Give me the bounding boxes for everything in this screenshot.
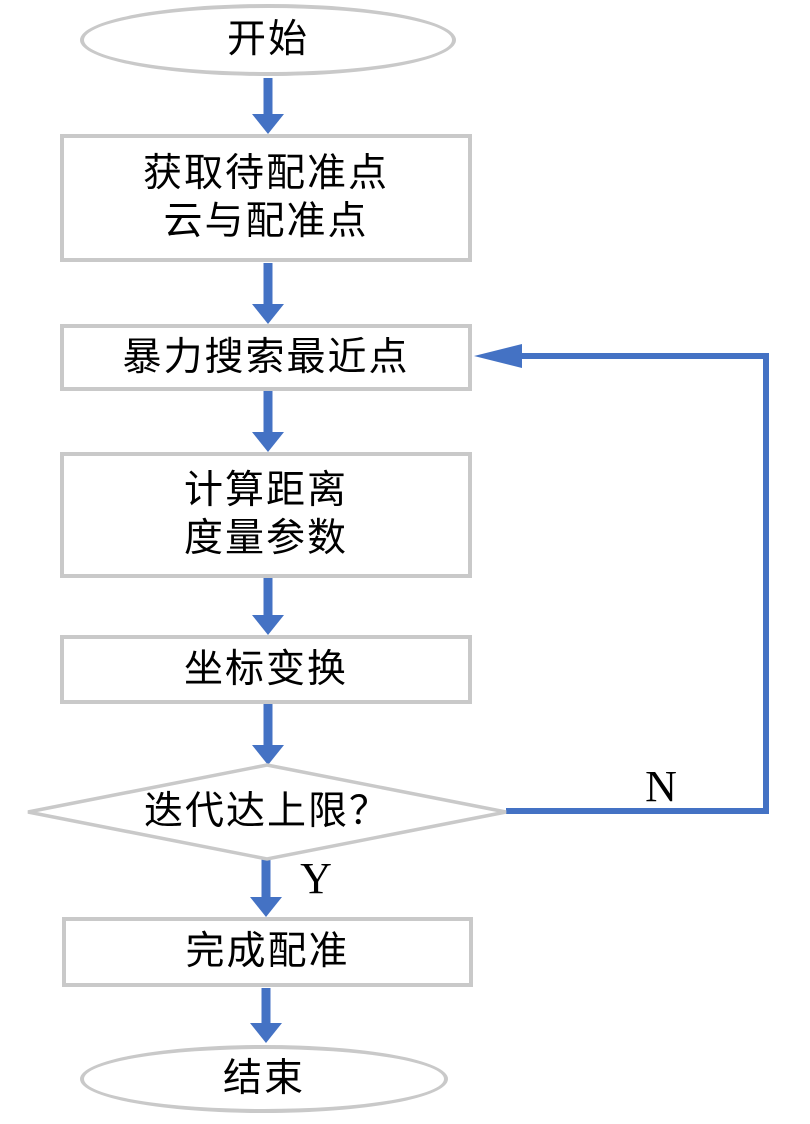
node-compute-distance: 计算距离 度量参数: [60, 452, 472, 578]
arrowhead-down-icon: [252, 432, 284, 452]
branch-label-no: N: [645, 762, 677, 811]
arrowhead-down-icon: [252, 114, 284, 134]
arrowhead-down-icon: [250, 1023, 282, 1043]
node-label: 完成配准: [185, 930, 350, 973]
arrowhead-left-icon: [474, 344, 522, 368]
arrowhead-down-icon: [252, 304, 284, 324]
node-label: 开始: [226, 18, 309, 61]
node-start: 开始: [80, 4, 456, 76]
edge-transform-to-decision: [252, 704, 284, 765]
node-label-line: 云与配准点: [163, 200, 369, 243]
node-label: 坐标变换: [183, 647, 348, 691]
node-label-line: 计算距离: [183, 469, 348, 512]
node-label-line: 度量参数: [183, 517, 348, 560]
node-acquire-points: 获取待配准点 云与配准点: [60, 134, 472, 262]
node-iteration-limit-decision: 迭代达上限？: [28, 765, 506, 859]
node-coordinate-transform: 坐标变换: [60, 635, 472, 704]
node-label: 结束: [222, 1057, 305, 1100]
decision-diamond-shape: [27, 763, 507, 861]
edge-finish-to-end: [250, 988, 282, 1043]
node-label: 暴力搜索最近点: [122, 335, 410, 379]
arrowhead-down-icon: [252, 745, 284, 765]
node-label-line: 获取待配准点: [142, 152, 389, 195]
node-finish-registration: 完成配准: [62, 917, 473, 987]
arrowhead-down-icon: [250, 897, 282, 917]
node-end: 结束: [80, 1045, 448, 1113]
arrowhead-down-icon: [252, 615, 284, 635]
branch-label-yes: Y: [300, 854, 332, 903]
node-brute-force-search: 暴力搜索最近点: [60, 324, 472, 391]
edge-decision-to-finish: [250, 858, 282, 917]
edge-acquire-to-search: [252, 263, 284, 324]
node-label: 迭代达上限？: [143, 790, 390, 833]
edge-search-to-compute: [252, 391, 284, 452]
edge-compute-to-transform: [252, 578, 284, 635]
edge-start-to-acquire: [252, 78, 284, 134]
edge-no-loop-to-search: [474, 344, 769, 814]
edge-stem: [506, 353, 769, 814]
